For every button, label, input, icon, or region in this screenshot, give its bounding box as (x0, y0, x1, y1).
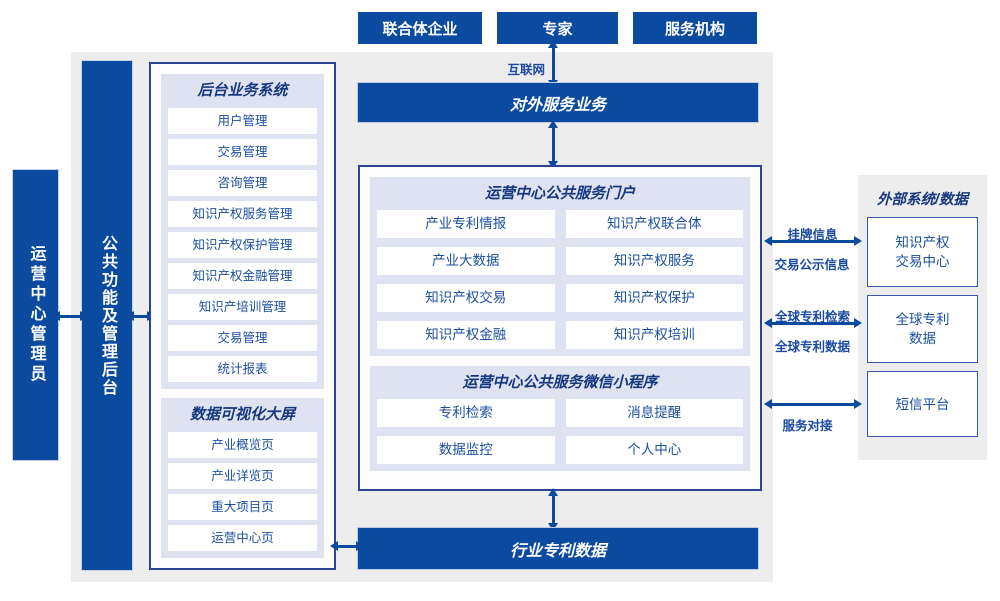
external-service-bar: 对外服务业务 (358, 83, 758, 122)
sms-platform-arrow (764, 399, 862, 409)
public-functions-label: 公共功能及管理后台 (99, 234, 116, 397)
actor-label: 专家 (542, 20, 573, 38)
actor-service-agency: 服务机构 (633, 12, 757, 44)
actor-label: 联合体企业 (382, 20, 458, 38)
miniprogram-section: 运营中心公共服务微信小程序 专利检索 消息提醒 数据监控 个人中心 (370, 366, 750, 471)
dashboard-item: 产业概览页 (168, 432, 317, 458)
dashboard-section: 数据可视化大屏 产业概览页 产业详览页 重大项目页 运营中心页 (161, 398, 324, 558)
miniprogram-item: 专利检索 (377, 399, 555, 427)
global-patent-data-label: 全球专利数据 (774, 340, 850, 354)
operations-admin-label: 运营中心管理员 (27, 245, 45, 385)
external-service-label: 对外服务业务 (509, 96, 606, 114)
external-box-label: 短信平台 (895, 396, 950, 412)
backend-item: 交易管理 (168, 139, 317, 165)
external-box-global-patent-data: 全球专利数据 (867, 295, 978, 363)
dashboard-item: 运营中心页 (168, 525, 317, 551)
trade-publicity-label: 交易公示信息 (774, 258, 850, 272)
listing-info-label: 挂牌信息 (787, 228, 838, 242)
actor-label: 服务机构 (664, 20, 725, 38)
admin-to-public-arrow (52, 311, 88, 321)
internet-label: 互联网 (507, 63, 545, 77)
service-connect-label: 服务对接 (782, 419, 833, 433)
backend-item: 咨询管理 (168, 170, 317, 196)
operations-admin-box: 运营中心管理员 (13, 170, 58, 460)
external-box-ip-trade-center: 知识产权交易中心 (867, 217, 978, 287)
portal-item: 知识产权交易 (377, 284, 555, 312)
external-box-label: 全球专利数据 (895, 312, 950, 346)
actor-expert: 专家 (497, 12, 618, 44)
portal-item: 知识产权联合体 (565, 210, 743, 238)
industry-patent-label: 行业专利数据 (509, 542, 606, 560)
public-to-backend-arrow (126, 311, 155, 321)
dashboard-item: 重大项目页 (168, 494, 317, 520)
portal-item: 知识产权培训 (565, 321, 743, 349)
external-systems-title: 外部系统/数据 (876, 192, 969, 208)
miniprogram-item: 个人中心 (565, 436, 743, 464)
backend-system-title: 后台业务系统 (197, 82, 288, 99)
portal-title: 运营中心公共服务门户 (484, 185, 635, 202)
backend-item: 交易管理 (168, 325, 317, 351)
public-functions-bar: 公共功能及管理后台 (82, 61, 132, 570)
miniprogram-title: 运营中心公共服务微信小程序 (462, 374, 658, 391)
backend-system-section: 后台业务系统 用户管理 交易管理 咨询管理 知识产权服务管理 知识产权保护管理 … (161, 74, 324, 389)
external-service-to-portal-arrow (548, 120, 558, 169)
portal-item: 产业专利情报 (377, 210, 555, 238)
dashboard-to-patent-data-arrow (330, 541, 364, 551)
global-patent-arrow (764, 318, 862, 328)
backend-item: 知识产权服务管理 (168, 201, 317, 227)
industry-patent-bar: 行业专利数据 (358, 528, 758, 569)
portal-section: 运营中心公共服务门户 产业专利情报 知识产权联合体 产业大数据 知识产权服务 知… (370, 177, 750, 356)
service-portal-container: 运营中心公共服务门户 产业专利情报 知识产权联合体 产业大数据 知识产权服务 知… (358, 165, 762, 491)
backend-item: 统计报表 (168, 356, 317, 382)
backend-item: 用户管理 (168, 108, 317, 134)
miniprogram-item: 数据监控 (377, 436, 555, 464)
portal-item: 知识产权金融 (377, 321, 555, 349)
portal-item: 知识产权保护 (565, 284, 743, 312)
ip-trade-center-arrow (764, 236, 862, 246)
dashboard-item: 产业详览页 (168, 463, 317, 489)
actor-consortium-enterprise: 联合体企业 (358, 12, 482, 44)
backend-item: 知识产权保护管理 (168, 232, 317, 258)
external-systems-panel: 外部系统/数据 知识产权交易中心 全球专利数据 短信平台 (858, 175, 987, 460)
backend-container: 后台业务系统 用户管理 交易管理 咨询管理 知识产权服务管理 知识产权保护管理 … (149, 62, 336, 570)
portal-to-patent-data-arrow (548, 488, 558, 531)
global-patent-search-label: 全球专利检索 (774, 310, 850, 324)
backend-item: 知识产权金融管理 (168, 263, 317, 289)
portal-item: 产业大数据 (377, 247, 555, 275)
external-box-sms-platform: 短信平台 (867, 371, 978, 437)
internet-arrow (548, 40, 558, 88)
dashboard-title: 数据可视化大屏 (189, 406, 295, 423)
miniprogram-item: 消息提醒 (565, 399, 743, 427)
backend-item: 知识产培训管理 (168, 294, 317, 320)
external-box-label: 知识产权交易中心 (895, 235, 950, 269)
portal-item: 知识产权服务 (565, 247, 743, 275)
